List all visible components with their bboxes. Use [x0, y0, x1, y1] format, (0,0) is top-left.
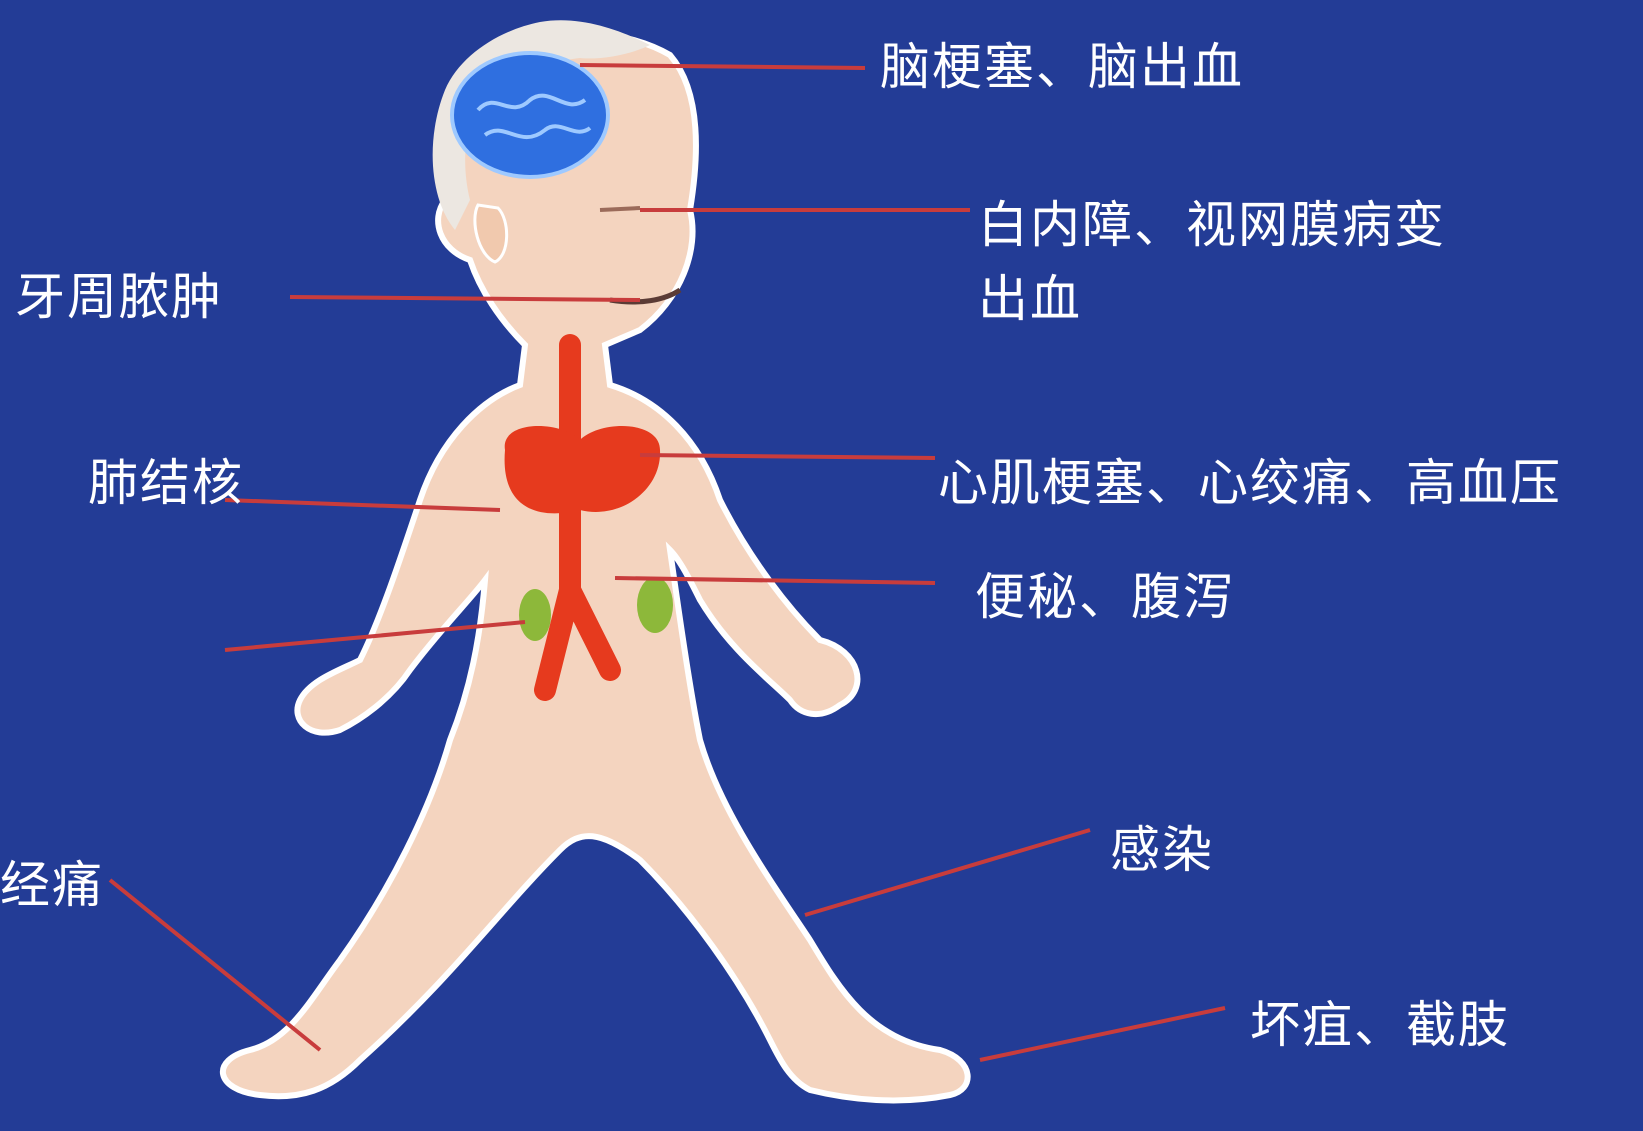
label-gum: 牙周脓肿 — [15, 272, 223, 322]
leader-nerve — [110, 880, 320, 1050]
kidney-right-icon — [637, 577, 673, 633]
leader-foot — [980, 1008, 1225, 1060]
label-eye-line1: 白内障、视网膜病变 — [978, 200, 1446, 250]
label-eye-line2: 出血 — [978, 274, 1446, 324]
eye-icon — [600, 208, 640, 210]
body-silhouette — [223, 32, 968, 1101]
label-nerve: 经痛 — [0, 860, 104, 910]
label-brain: 脑梗塞、脑出血 — [880, 42, 1244, 92]
kidney-left-icon — [519, 589, 551, 641]
label-infection: 感染 — [1110, 825, 1214, 875]
label-lung: 肺结核 — [88, 458, 244, 508]
leader-infection — [805, 830, 1090, 915]
brain-icon — [452, 53, 608, 177]
label-heart: 心肌梗塞、心绞痛、高血压 — [938, 458, 1562, 508]
label-bowel: 便秘、腹泻 — [975, 572, 1235, 622]
label-eye: 白内障、视网膜病变 出血 — [978, 200, 1446, 324]
label-foot: 坏疽、截肢 — [1250, 1000, 1510, 1050]
